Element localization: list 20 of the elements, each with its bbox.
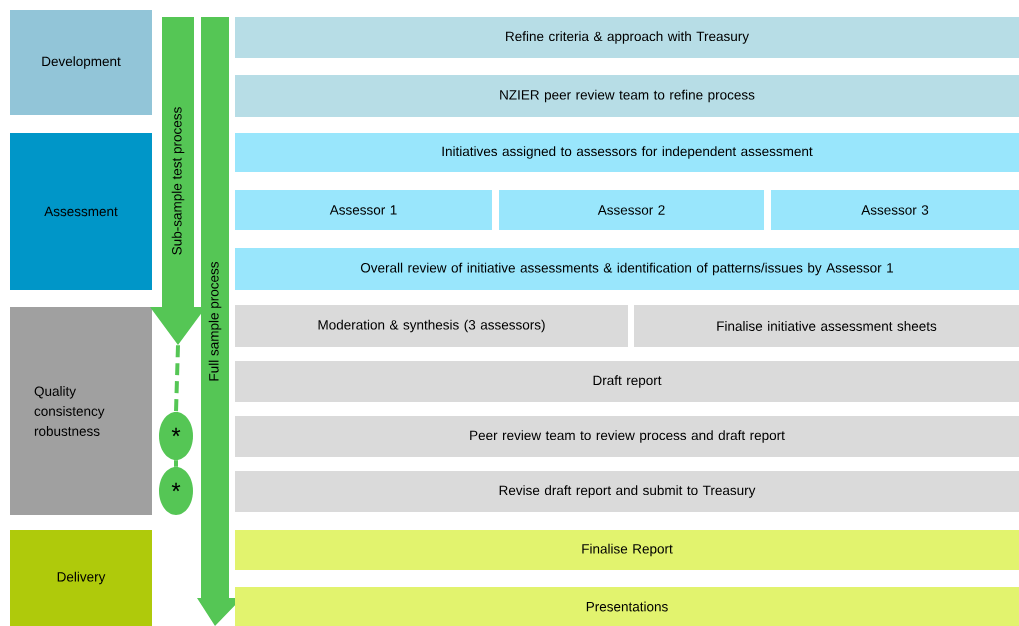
step-box: Moderation & synthesis (3 assessors)	[235, 305, 628, 347]
phase-box: Development	[10, 10, 152, 115]
step-box: Assessor 3	[771, 190, 1019, 230]
step-box: Overall review of initiative assessments & identification of patterns/issues by Assessor 1	[235, 248, 1019, 290]
phase-box: Quality consistency robustness	[10, 307, 152, 515]
connector-line	[174, 345, 180, 412]
step-box: Finalise Report	[235, 530, 1019, 570]
phase-box: Delivery	[10, 530, 152, 626]
step-box: Finalise initiative assessment sheets	[634, 305, 1019, 347]
step-box: Presentations	[235, 587, 1019, 626]
step-box: Peer review team to review process and draft report	[235, 416, 1019, 457]
phase-box: Assessment	[10, 133, 152, 290]
step-box: Assessor 2	[499, 190, 764, 230]
step-box: Refine criteria & approach with Treasury	[235, 17, 1019, 58]
step-box: Initiatives assigned to assessors for independent assessment	[235, 133, 1019, 172]
connector-line	[174, 460, 178, 467]
step-box: Assessor 1	[235, 190, 492, 230]
step-box: NZIER peer review team to refine process	[235, 75, 1019, 117]
step-box: Draft report	[235, 361, 1019, 402]
step-box: Revise draft report and submit to Treasury	[235, 471, 1019, 512]
